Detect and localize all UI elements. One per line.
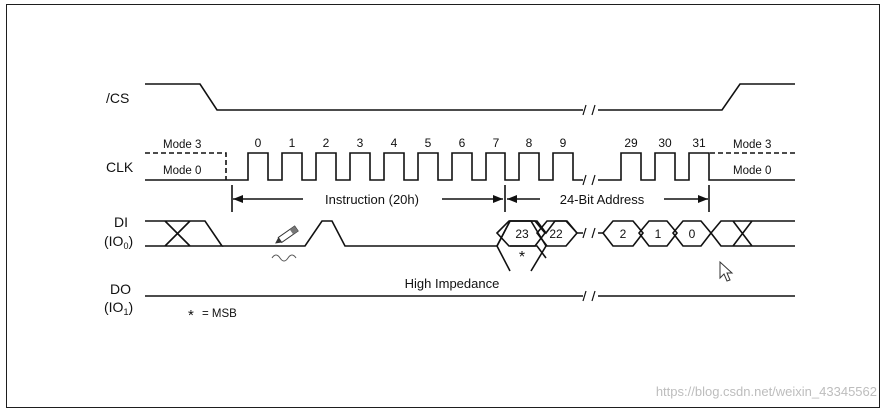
mouse-pointer-icon — [719, 260, 734, 282]
label-do-io-close: ) — [128, 299, 133, 315]
data-bit-22: 22 — [549, 227, 563, 241]
diagram-frame — [6, 4, 880, 408]
label-di-io-prefix: (IO — [104, 233, 124, 249]
label-clk: CLK — [106, 159, 134, 175]
label-di: DI — [114, 214, 128, 230]
clock-number-5: 5 — [425, 136, 432, 150]
arrowhead-instruction-right — [493, 195, 503, 203]
do-high-impedance-label: High Impedance — [405, 276, 500, 291]
data-bit-2: 2 — [620, 227, 627, 241]
pen-cursor-icon — [275, 225, 299, 244]
clk-mode3-dashed — [145, 152, 227, 180]
clock-number-9: 9 — [560, 136, 567, 150]
clock-number-labels: 0 1 2 3 4 5 6 7 8 9 29 30 31 — [255, 136, 706, 150]
mode0-right-label: Mode 0 — [733, 165, 771, 177]
arrowhead-address-left — [507, 195, 517, 203]
clock-number-31: 31 — [692, 136, 706, 150]
arrowhead-instruction-left — [233, 195, 243, 203]
clock-number-29: 29 — [624, 136, 638, 150]
clk-waveform-right — [598, 152, 795, 181]
mode0-left-label: Mode 0 — [163, 165, 201, 177]
msb-legend-marker: * — [188, 307, 194, 324]
mode3-right-label: Mode 3 — [733, 139, 771, 151]
data-bit-23: 23 — [515, 227, 529, 241]
clock-number-4: 4 — [391, 136, 398, 150]
instruction-span-label: Instruction (20h) — [325, 192, 419, 207]
watermark-text: https://blog.csdn.net/weixin_43345562 — [656, 384, 877, 399]
data-bit-0: 0 — [689, 227, 696, 241]
label-do-io-index: 1 — [123, 307, 128, 317]
label-di-io-close: ) — [128, 233, 133, 249]
clock-number-1: 1 — [289, 136, 296, 150]
di-hex-1 — [637, 220, 679, 247]
label-di-io-index: 0 — [123, 241, 128, 251]
clock-number-7: 7 — [493, 136, 500, 150]
address-span-label: 24-Bit Address — [560, 192, 645, 207]
label-di-io: (IO0) — [104, 233, 133, 251]
label-do-io-prefix: (IO — [104, 299, 124, 315]
cs-waveform — [145, 83, 795, 111]
clock-number-30: 30 — [658, 136, 672, 150]
clock-number-2: 2 — [323, 136, 330, 150]
data-bit-1: 1 — [655, 227, 662, 241]
clk-waveform-left — [145, 152, 583, 181]
clock-number-6: 6 — [459, 136, 466, 150]
di-undefined-region-right — [710, 220, 795, 247]
arrowhead-address-right — [698, 195, 708, 203]
clock-number-3: 3 — [357, 136, 364, 150]
break-marks — [582, 104, 596, 302]
label-do-io: (IO1) — [104, 299, 133, 317]
mode3-left-label: Mode 3 — [163, 139, 201, 151]
di-hex-23 — [495, 220, 547, 247]
pen-squiggle-icon — [271, 254, 297, 262]
clock-number-0: 0 — [255, 136, 262, 150]
di-undefined-region — [145, 220, 224, 247]
di-waveform-low — [222, 220, 497, 247]
clock-number-8: 8 — [526, 136, 533, 150]
label-do: DO — [110, 281, 131, 297]
label-cs: /CS — [106, 90, 129, 106]
msb-legend-text: = MSB — [202, 308, 237, 320]
di-hex-2 — [601, 220, 645, 247]
msb-marker-bit23: * — [519, 249, 525, 266]
